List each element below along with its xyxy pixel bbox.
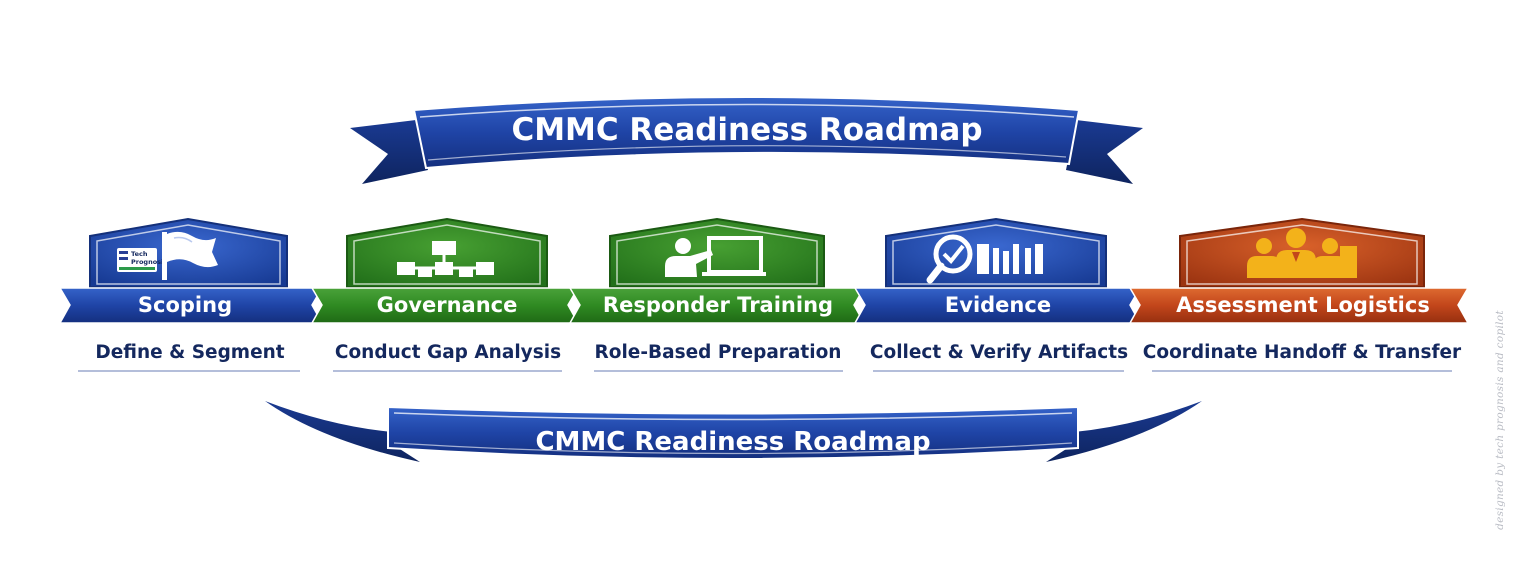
step-assessment-logistics: Assessment Logistics Coordinate Handoff … [1128, 217, 1470, 372]
bottom-banner-text: CMMC Readiness Roadmap [535, 427, 930, 457]
org-chart-icon [397, 241, 494, 277]
signature-watermark: designed by tech prognosis and copilot [1470, 300, 1530, 540]
tech-prognosis-badge: Tech Prognosis [117, 248, 167, 272]
team-icon [1247, 228, 1357, 278]
badge-line-1: Tech [131, 250, 148, 258]
step-evidence-subtitle: Collect & Verify Artifacts [870, 342, 1128, 363]
step-governance-subtitle: Conduct Gap Analysis [335, 342, 561, 363]
bottom-banner: CMMC Readiness Roadmap [265, 401, 1202, 462]
title-banner-text: CMMC Readiness Roadmap [511, 112, 982, 148]
step-responder-training: Responder Training Role-Based Preparatio… [568, 217, 866, 372]
step-responder-training-subtitle: Role-Based Preparation [595, 342, 842, 363]
step-responder-training-label: Responder Training [603, 293, 833, 317]
step-evidence: Evidence Collect & Verify Artifacts [853, 217, 1142, 372]
step-governance-label: Governance [377, 293, 518, 317]
presenter-icon [665, 236, 766, 277]
title-banner: CMMC Readiness Roadmap [350, 96, 1143, 184]
step-scoping-subtitle: Define & Segment [95, 342, 284, 363]
step-scoping-label: Scoping [138, 293, 232, 317]
magnifier-check-icon [926, 234, 1043, 284]
step-assessment-logistics-subtitle: Coordinate Handoff & Transfer [1143, 342, 1462, 363]
step-evidence-label: Evidence [945, 293, 1051, 317]
flag-icon [162, 231, 218, 280]
step-governance: Governance Conduct Gap Analysis [310, 217, 580, 372]
badge-line-2: Prognosis [131, 258, 167, 266]
step-assessment-logistics-label: Assessment Logistics [1176, 293, 1430, 317]
step-scoping: Tech Prognosis Scoping Define & Segment [58, 217, 324, 372]
signature-text: designed by tech prognosis and copilot [1494, 310, 1507, 530]
